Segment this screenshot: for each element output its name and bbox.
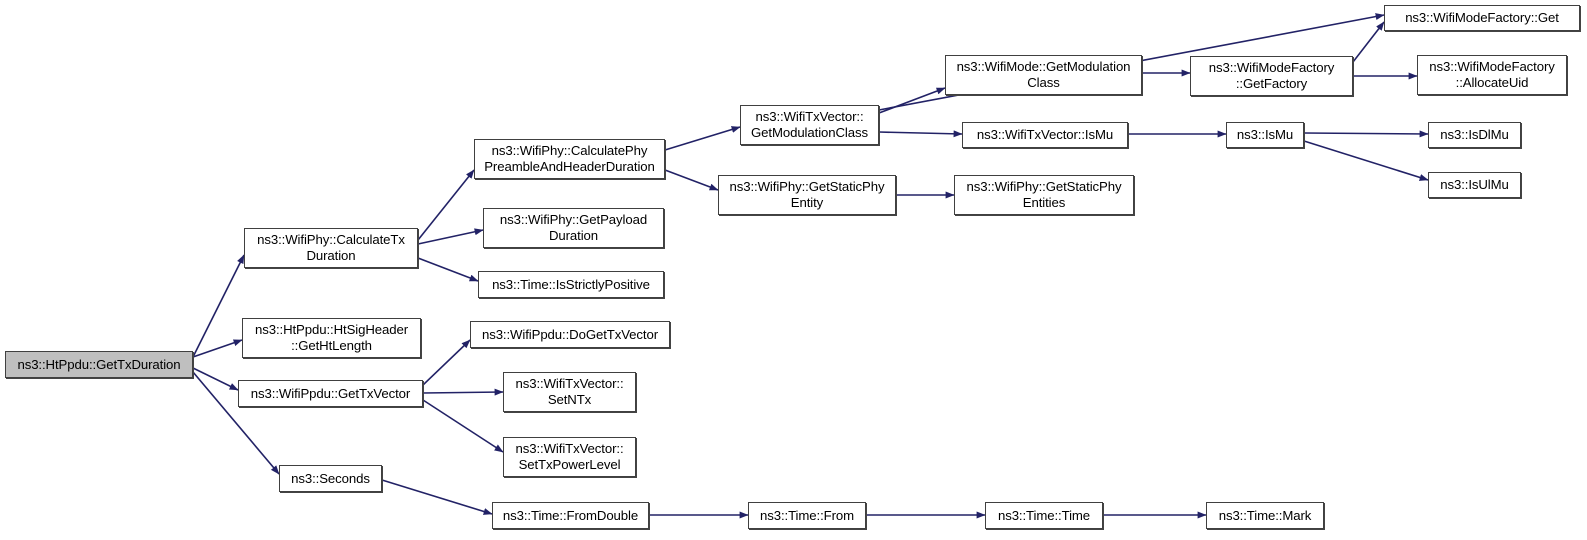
graph-node[interactable]: ns3::WifiTxVector:: SetNTx: [503, 372, 636, 412]
graph-edge: [417, 257, 479, 282]
graph-edge: [381, 479, 493, 515]
graph-edge: [1303, 130, 1429, 138]
graph-node-label: ns3::WifiPhy::CalculatePhy PreambleAndHe…: [484, 143, 655, 174]
graph-node[interactable]: ns3::HtPpdu::GetTxDuration: [5, 351, 193, 378]
graph-edge: [878, 87, 946, 114]
graph-node[interactable]: ns3::IsMu: [1226, 122, 1304, 148]
graph-node-label: ns3::WifiPpdu::DoGetTxVector: [481, 326, 659, 342]
graph-node[interactable]: ns3::WifiPhy::GetPayload Duration: [483, 208, 664, 248]
graph-node-label: ns3::WifiModeFactory::Get: [1405, 10, 1559, 25]
graph-node[interactable]: ns3::Seconds: [279, 465, 382, 492]
graph-edge: [664, 126, 741, 151]
graph-edge: [192, 339, 243, 358]
graph-node[interactable]: ns3::WifiPhy::GetStaticPhy Entity: [718, 175, 896, 215]
graph-node-label: ns3::WifiTxVector:: SetNTx: [515, 376, 624, 407]
graph-node-label: ns3::WifiMode::GetModulation Class: [956, 59, 1131, 90]
graph-node[interactable]: ns3::WifiPhy::GetStaticPhy Entities: [954, 175, 1134, 215]
graph-node-label: ns3::IsMu: [1236, 127, 1294, 142]
graph-edge: [1303, 140, 1429, 181]
graph-node[interactable]: ns3::WifiModeFactory ::AllocateUid: [1417, 55, 1567, 95]
graph-node-label: ns3::WifiTxVector:: SetTxPowerLevel: [515, 441, 624, 472]
graph-node[interactable]: ns3::WifiMode::GetModulation Class: [945, 55, 1142, 95]
graph-node-label: ns3::WifiPpdu::GetTxVector: [250, 385, 411, 401]
graph-node-label: ns3::Time::Time: [997, 507, 1091, 523]
graph-node[interactable]: ns3::Time::IsStrictlyPositive: [478, 271, 664, 298]
graph-edge: [417, 169, 475, 241]
graph-node-label: ns3::WifiPhy::GetStaticPhy Entities: [966, 179, 1122, 210]
graph-node-label: ns3::IsUlMu: [1440, 177, 1509, 192]
graph-edge: [422, 339, 471, 386]
graph-edge: [192, 367, 239, 391]
graph-node[interactable]: ns3::WifiTxVector::IsMu: [962, 122, 1128, 148]
graph-node-label: ns3::IsDlMu: [1440, 127, 1509, 142]
graph-node-label: ns3::Time::From: [760, 507, 854, 523]
graph-node[interactable]: ns3::Time::FromDouble: [492, 502, 649, 529]
graph-node-label: ns3::WifiModeFactory ::AllocateUid: [1429, 59, 1555, 90]
graph-edge: [878, 130, 963, 138]
graph-node[interactable]: ns3::WifiPhy::CalculateTx Duration: [244, 228, 418, 268]
graph-node[interactable]: ns3::WifiTxVector:: SetTxPowerLevel: [503, 437, 636, 477]
graph-node[interactable]: ns3::WifiModeFactory::Get: [1384, 5, 1580, 31]
graph-node[interactable]: ns3::WifiPhy::CalculatePhy PreambleAndHe…: [474, 139, 665, 179]
graph-node[interactable]: ns3::Time::From: [748, 502, 866, 529]
graph-node[interactable]: ns3::IsDlMu: [1428, 122, 1521, 148]
graph-node[interactable]: ns3::WifiTxVector:: GetModulationClass: [740, 105, 879, 145]
graph-node-label: ns3::WifiTxVector::IsMu: [976, 127, 1114, 142]
graph-node-label: ns3::HtPpdu::GetTxDuration: [17, 356, 181, 372]
graph-node[interactable]: ns3::Time::Mark: [1206, 502, 1324, 529]
graph-node-label: ns3::WifiPhy::CalculateTx Duration: [257, 232, 405, 263]
graph-node[interactable]: ns3::WifiModeFactory ::GetFactory: [1190, 56, 1353, 96]
graph-node-label: ns3::Time::FromDouble: [502, 507, 639, 523]
graph-node[interactable]: ns3::IsUlMu: [1428, 172, 1521, 198]
graph-edge: [422, 388, 504, 396]
graph-node-label: ns3::Seconds: [291, 470, 370, 486]
graph-edge: [664, 169, 719, 191]
graph-node-label: ns3::Time::IsStrictlyPositive: [492, 276, 650, 292]
graph-edge: [422, 399, 504, 453]
graph-node-label: ns3::HtPpdu::HtSigHeader ::GetHtLength: [254, 322, 408, 353]
graph-edge: [1352, 21, 1385, 63]
graph-node-label: ns3::WifiPhy::GetStaticPhy Entity: [729, 179, 885, 210]
graph-node-label: ns3::WifiModeFactory ::GetFactory: [1208, 60, 1335, 91]
graph-node[interactable]: ns3::Time::Time: [985, 502, 1103, 529]
graph-node[interactable]: ns3::WifiPpdu::DoGetTxVector: [470, 321, 670, 348]
graph-edge: [192, 254, 245, 358]
graph-node[interactable]: ns3::HtPpdu::HtSigHeader ::GetHtLength: [242, 318, 421, 358]
graph-node[interactable]: ns3::WifiPpdu::GetTxVector: [238, 380, 423, 407]
graph-node-label: ns3::WifiTxVector:: GetModulationClass: [751, 109, 868, 140]
graph-node-label: ns3::WifiPhy::GetPayload Duration: [499, 212, 648, 243]
graph-node-label: ns3::Time::Mark: [1218, 507, 1312, 523]
graph-edge: [417, 228, 484, 245]
